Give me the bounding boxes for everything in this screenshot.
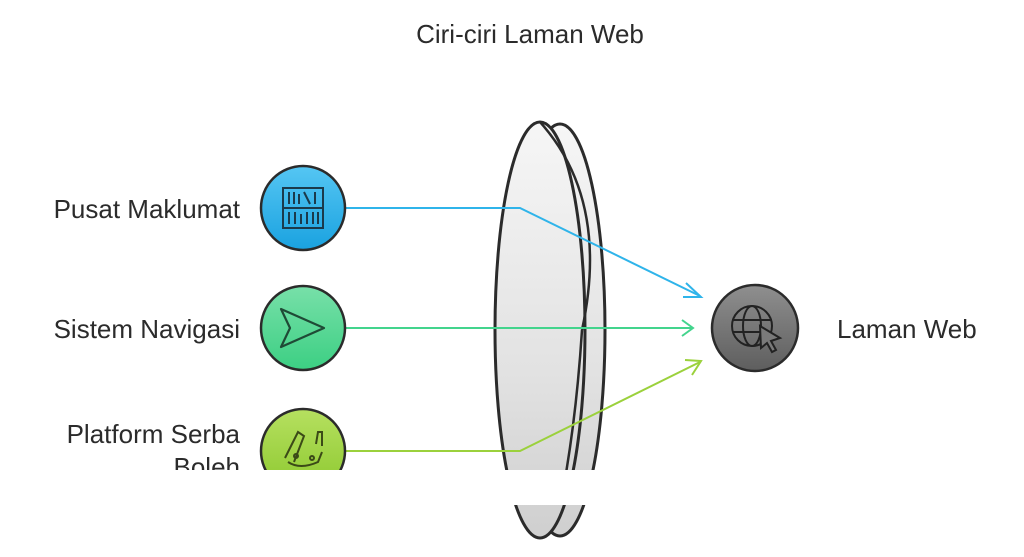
bookshelf-icon [282,187,324,229]
swiss-knife-icon [284,430,323,467]
input-node-platform-serba-boleh: Platform Serba Boleh [67,407,347,482]
input-label-sistem-navigasi: Sistem Navigasi [54,314,240,344]
lens [493,120,607,470]
input-node-pusat-maklumat: Pusat Maklumat [54,164,347,252]
globe-cursor-icon [731,305,783,354]
diagram-title: Ciri-ciri Laman Web [416,19,644,49]
output-node-laman-web: Laman Web [710,283,977,373]
connector-sistem-navigasi [345,319,695,337]
lens-bottom-fragment [514,505,586,540]
connector-pusat-maklumat [345,207,704,298]
output-label-laman-web: Laman Web [837,314,977,344]
send-arrow-icon [279,307,326,349]
connector-platform-serba-boleh [345,359,703,452]
input-node-sistem-navigasi: Sistem Navigasi [54,284,347,372]
input-label-platform-line1: Platform Serba [67,419,241,449]
input-label-platform-line2: Boleh [174,452,241,482]
input-label-pusat-maklumat: Pusat Maklumat [54,194,241,224]
